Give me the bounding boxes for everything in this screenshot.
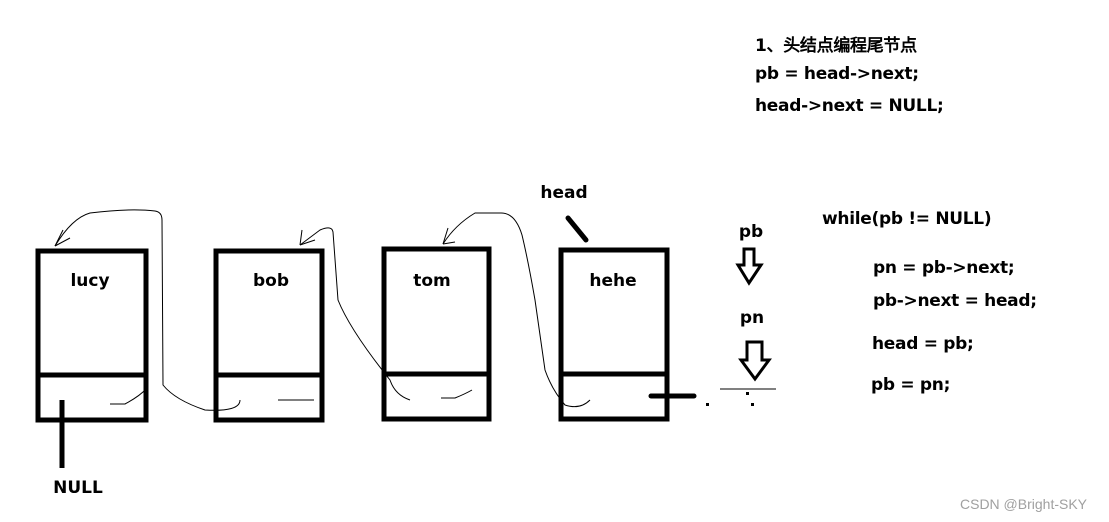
node-box-lucy [35, 248, 149, 423]
link-arrow-hehe-to-tom [442, 212, 591, 408]
null-label: NULL [53, 478, 103, 498]
link-arrow-tom-to-bob [299, 227, 411, 401]
loop-line-4: pb = pn; [871, 375, 951, 395]
step-title: 1、头结点编程尾节点 [755, 36, 917, 56]
loop-line-1: pn = pb->next; [873, 258, 1015, 278]
node-label-tom: tom [413, 271, 451, 291]
pb-arrow-icon [735, 247, 764, 286]
pb-label: pb [738, 222, 764, 242]
node-label-hehe: hehe [589, 271, 637, 291]
node-label-bob: bob [252, 271, 290, 291]
head-label: head [540, 183, 588, 203]
node-box-bob [213, 248, 325, 423]
code-line-pb-assign: pb = head->next; [755, 64, 919, 84]
node-box-tom [381, 246, 492, 422]
watermark: CSDN @Bright-SKY [960, 496, 1088, 512]
loop-line-2: pb->next = head; [873, 291, 1037, 311]
loop-line-3: head = pb; [872, 334, 974, 354]
code-line-head-null: head->next = NULL; [755, 96, 944, 116]
link-arrow-bob-to-lucy [54, 209, 241, 411]
head-pointer-line [565, 215, 589, 243]
pn-label: pn [739, 308, 765, 328]
pn-arrow-icon [738, 340, 772, 382]
loop-header: while(pb != NULL) [822, 209, 992, 229]
node-box-hehe [558, 247, 670, 422]
node-label-lucy: lucy [70, 271, 110, 291]
